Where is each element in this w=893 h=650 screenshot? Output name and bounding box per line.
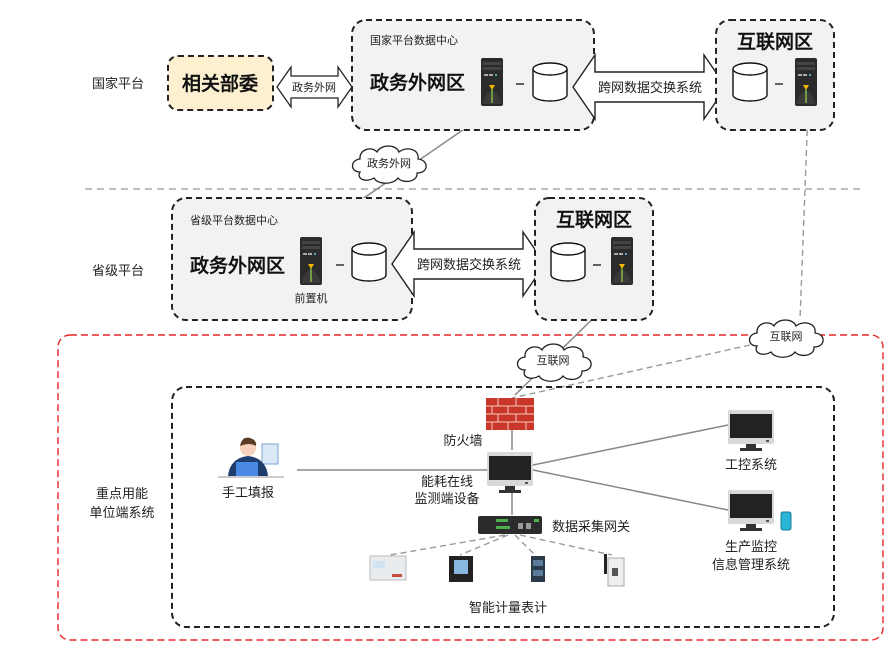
national-dc-title: 国家平台数据中心 — [370, 33, 458, 47]
meters-label: 智能计量表计 — [469, 601, 547, 616]
provincial-internet-database-icon — [550, 242, 586, 282]
level-label-national: 国家平台 — [92, 76, 144, 92]
mobile-phone-icon — [780, 511, 792, 531]
meter-links — [389, 534, 613, 556]
manual-entry-person-icon — [218, 437, 284, 478]
unit-boundary — [57, 334, 884, 641]
ministry-label: 相关部委 — [182, 72, 258, 95]
national-exchange-label: 跨网数据交换系统 — [598, 80, 702, 96]
national-dc-box[interactable] — [351, 19, 595, 131]
national-internet-server-icon — [795, 58, 817, 106]
production-monitor-icon — [728, 490, 774, 531]
national-internet-zone-label: 互联网区 — [737, 31, 813, 53]
meter-1-icon — [369, 555, 407, 581]
production-label-2: 信息管理系统 — [712, 557, 790, 573]
monitor-device-label-2: 监测端设备 — [414, 491, 479, 507]
ministry-link-label: 政务外网 — [292, 80, 336, 94]
national-database-icon — [532, 62, 568, 102]
front-server-label: 前置机 — [295, 291, 328, 305]
internet-cloud-left-label: 互联网 — [537, 354, 570, 367]
provincial-internet-server-icon — [611, 237, 633, 285]
provincial-exchange-label: 跨网数据交换系统 — [417, 257, 521, 273]
meter-4-icon — [604, 554, 625, 587]
manual-entry-label: 手工填报 — [222, 486, 274, 501]
front-server-icon — [300, 237, 322, 285]
national-server-icon — [481, 58, 503, 106]
monitor-device-label-1: 能耗在线 — [421, 475, 473, 490]
gateway-icon — [478, 516, 542, 534]
meter-3-icon — [531, 556, 545, 582]
firewall-label: 防火墙 — [443, 433, 482, 449]
ics-monitor-icon — [728, 410, 774, 451]
ics-label: 工控系统 — [725, 458, 777, 473]
national-gov-zone: 政务外网区 — [370, 71, 465, 94]
production-label-1: 生产监控 — [725, 540, 777, 555]
provincial-internet-zone-label: 互联网区 — [556, 209, 632, 231]
provincial-dc-title: 省级平台数据中心 — [190, 213, 278, 227]
level-label-unit-1: 重点用能 — [96, 486, 148, 502]
gateway-label: 数据采集网关 — [552, 519, 630, 535]
internet-cloud-right-label: 互联网 — [770, 330, 803, 343]
provincial-gov-zone: 政务外网区 — [190, 254, 285, 277]
level-label-provincial: 省级平台 — [92, 264, 144, 279]
gov-cloud-label: 政务外网 — [367, 156, 411, 170]
national-internet-database-icon — [732, 62, 768, 102]
provincial-database-icon — [351, 242, 387, 282]
monitor-device-icon — [487, 452, 533, 493]
unit-system-box[interactable] — [171, 386, 835, 628]
level-label-unit-2: 单位端系统 — [89, 506, 154, 521]
meter-2-icon — [449, 556, 473, 582]
ministry-box[interactable] — [167, 55, 274, 111]
firewall-icon — [486, 398, 534, 430]
provincial-internet-zone-box[interactable] — [534, 197, 654, 321]
